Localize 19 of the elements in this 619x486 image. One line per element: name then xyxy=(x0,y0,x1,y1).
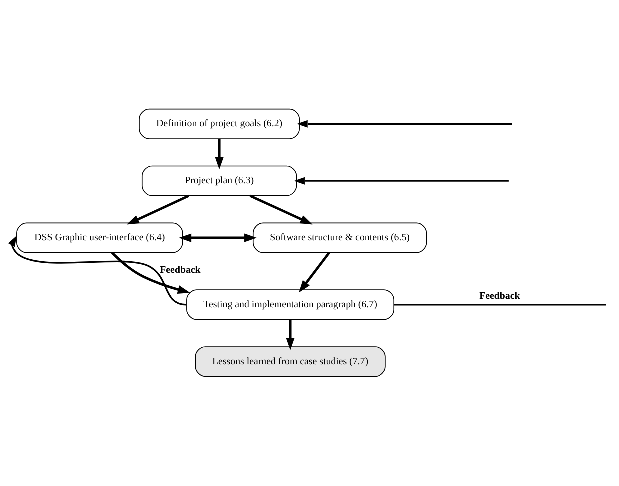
node-box: Software structure & contents (6.5) xyxy=(252,222,428,254)
node-box: Lessons learned from case studies (7.7) xyxy=(195,346,386,378)
arrow xyxy=(179,234,257,242)
arrow xyxy=(111,252,190,294)
arrow xyxy=(294,177,509,185)
arrow xyxy=(126,194,190,225)
node-box: Project plan (6.3) xyxy=(142,166,298,196)
node-box: DSS Graphic user-interface (6.4) xyxy=(16,222,184,254)
arrow xyxy=(297,120,512,128)
arrow xyxy=(215,139,224,170)
edge-label: Feedback xyxy=(480,290,520,302)
node-box: Definition of project goals (6.2) xyxy=(139,108,300,140)
arrow xyxy=(298,252,330,293)
arrow xyxy=(8,236,187,306)
connector xyxy=(394,304,606,306)
edge-label: Feedback xyxy=(160,265,201,276)
node-box: Testing and implementation paragraph (6.7) xyxy=(186,290,395,320)
arrow xyxy=(286,320,295,350)
arrow xyxy=(250,194,313,225)
